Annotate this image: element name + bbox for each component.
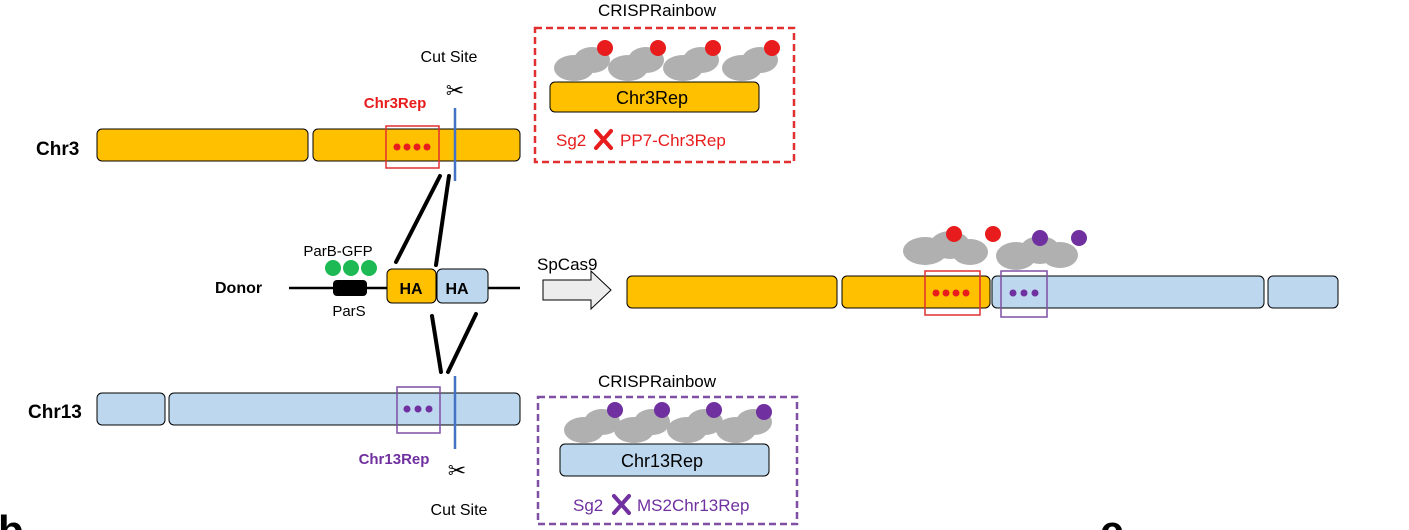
crisprainbow-top-title: CRISPRainbow — [598, 1, 717, 20]
ha-right-box — [436, 268, 489, 304]
chr13-chromosome: Chr13 Chr13Rep ✂ Cut Site — [28, 376, 521, 519]
fused-chr3rep-box — [924, 270, 981, 316]
cut-site-label-top: Cut Site — [421, 49, 478, 66]
chr13-segment-left — [96, 392, 166, 426]
ms2chr13rep-label: MS2Chr13Rep — [637, 496, 749, 515]
fused-chr3rep-dots — [932, 289, 970, 297]
purple-fluorophore-dots-bottom — [607, 402, 772, 420]
crisprainbow-bottom-title: CRISPRainbow — [598, 372, 717, 391]
purple-fluorophore-dots-fused — [1032, 230, 1087, 246]
donor-construct: Donor ParB-GFP ParS HA HA — [215, 243, 520, 320]
chr3rep-bar-label: Chr3Rep — [616, 88, 688, 108]
dcas9-cluster-fused — [903, 231, 1078, 270]
chr13rep-bar-label: Chr13Rep — [621, 451, 703, 471]
dcas9-cluster-bottom — [564, 409, 772, 443]
crisprainbow-bottom-panel: CRISPRainbow Chr13Rep Sg2 MS2Chr13Rep — [536, 372, 799, 526]
chr13-segment-right — [168, 392, 521, 426]
fused-chromosome — [626, 226, 1339, 318]
cross-icon-top — [594, 129, 613, 150]
chr13rep-locus-box — [396, 386, 441, 434]
fused-segment-yellow-1 — [626, 275, 838, 309]
chr3rep-repeat-dots — [393, 143, 431, 151]
pars-element — [333, 280, 367, 296]
chr3rep-locus-label: Chr3Rep — [364, 95, 427, 112]
panel-letter-b: b — [0, 507, 24, 530]
ha-right-label: HA — [445, 281, 469, 298]
sg2-label-top: Sg2 — [556, 131, 586, 150]
crisprainbow-top-frame — [533, 26, 796, 164]
ha-left-box — [386, 268, 437, 304]
cross-icon-bottom — [612, 494, 631, 515]
fused-segment-blue-2 — [1267, 275, 1339, 309]
chr13rep-bar — [559, 443, 770, 477]
dcas9-cluster-top — [554, 47, 778, 81]
crisprainbow-top-panel: CRISPRainbow Chr3Rep Sg2 PP7-Chr3Rep — [533, 1, 796, 164]
spcas9-label: SpCas9 — [537, 255, 597, 274]
homology-arm-lines — [394, 174, 478, 374]
pp7-chr3rep-label: PP7-Chr3Rep — [620, 131, 726, 150]
chr3rep-locus-box — [385, 125, 440, 169]
cut-site-label-bottom: Cut Site — [431, 502, 488, 519]
scissors-icon-top: ✂ — [446, 79, 464, 104]
scissors-icon-bottom: ✂ — [448, 459, 466, 484]
chr3-chromosome: Chr3 Chr3Rep Cut Site ✂ — [36, 49, 521, 181]
chr13-label: Chr13 — [28, 402, 82, 423]
chr3rep-bar — [549, 81, 760, 113]
red-fluorophore-dots-fused — [946, 226, 1001, 242]
chr3-label: Chr3 — [36, 139, 79, 160]
donor-label: Donor — [215, 280, 262, 297]
chr13rep-repeat-dots — [403, 405, 433, 413]
chr13rep-locus-label: Chr13Rep — [359, 451, 430, 468]
chr3-segment-left — [96, 128, 309, 162]
parb-gfp-label: ParB-GFP — [303, 243, 372, 260]
fused-chr13rep-box — [1000, 270, 1048, 318]
fused-segment-blue-1 — [991, 275, 1265, 309]
spcas9-arrow: SpCas9 — [537, 255, 612, 311]
fused-segment-yellow-2 — [841, 275, 991, 309]
fused-chr13rep-dots — [1009, 289, 1039, 297]
ha-left-label: HA — [399, 281, 423, 298]
crisprainbow-bottom-frame — [536, 395, 799, 526]
sg2-label-bottom: Sg2 — [573, 496, 603, 515]
right-arrow-icon — [542, 269, 612, 311]
red-fluorophore-dots-top — [597, 40, 780, 56]
parb-gfp-dots — [325, 260, 377, 276]
pars-label: ParS — [332, 303, 365, 320]
panel-letter-c: c — [1100, 507, 1123, 530]
